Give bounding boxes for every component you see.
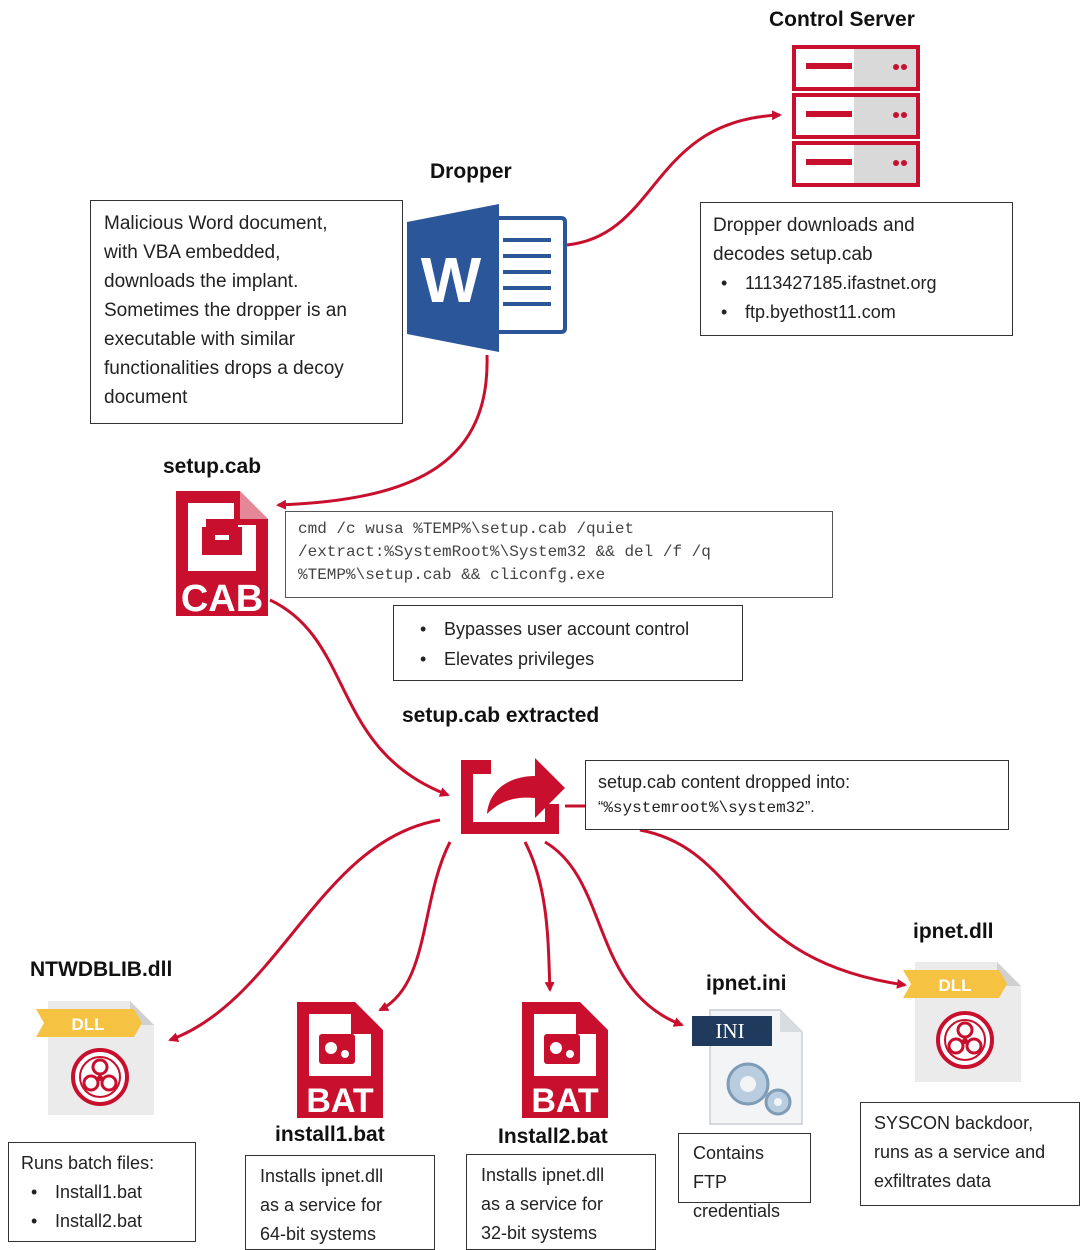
ntwdblib-description: Runs batch files: Install1.bat Install2.… [8,1142,196,1242]
uac-item: Elevates privileges [420,644,732,674]
ini-file-icon: INI [692,1009,803,1125]
control-desc-line-1: Dropper downloads and [713,215,915,236]
quote-open: “ [598,799,604,816]
install1-title: install1.bat [275,1123,385,1146]
ipnet-ini-description: Contains FTP credentials [678,1133,811,1221]
setup-cab-title: setup.cab [163,455,262,478]
arrow-dropper-to-cab [276,354,489,510]
uac-bypass-box: Bypasses user account control Elevates p… [393,605,743,681]
ntwdblib-dll-icon: DLL [36,1001,154,1115]
dropper-desc-line: with VBA embedded, [104,242,281,263]
arrow-extracted-to-ntwdblib [168,818,441,1042]
arrow-extracted-to-install2 [523,841,555,992]
ntwdblib-desc-line: Runs batch files: [21,1153,155,1173]
ini-label: INI [715,1019,744,1043]
ipnet-dll-title: ipnet.dll [913,920,994,943]
ini-desc-line: credentials [693,1201,781,1221]
install1-description: Installs ipnet.dll as a service for 64-b… [245,1155,435,1250]
install1-desc-line: Installs ipnet.dll [260,1166,384,1186]
domain-item: ftp.byethost11.com [721,298,1000,327]
uac-item: Bypasses user account control [420,614,732,644]
ntwdblib-title: NTWDBLIB.dll [30,958,173,981]
cab-file-icon: CAB [176,491,268,620]
cmd-line: /extract:%SystemRoot%\System32 && del /f… [298,543,711,561]
dll-label: DLL [71,1015,104,1034]
control-desc-line-2: decodes setup.cab [713,244,873,265]
dropper-description: Malicious Word document, with VBA embedd… [90,200,403,424]
dropper-desc-line: Sometimes the dropper is an [104,300,347,321]
extracted-description: setup.cab content dropped into: “%system… [585,760,1009,830]
dropper-desc-line: Malicious Word document, [104,213,328,234]
extract-share-icon [461,758,565,834]
bat-label: BAT [306,1082,374,1120]
domain-item: 1113427185.ifastnet.org [721,269,1000,298]
control-domain-list: 1113427185.ifastnet.org ftp.byethost11.c… [713,269,1000,327]
word-document-icon: W [407,204,567,352]
dropper-desc-line: executable with similar [104,329,296,350]
extracted-desc-line: setup.cab content dropped into: [598,772,851,792]
arrow-extracted-to-ipnet-ini [544,840,684,1027]
install1-desc-line: as a service for [260,1195,383,1215]
batch-item: Install2.bat [31,1207,183,1236]
bat-file-icon-install1: BAT [297,1002,383,1120]
arrow-extracted-to-install1 [378,841,452,1012]
quote-close: ”. [804,799,815,816]
ipnet-dll-desc-line: exfiltrates data [874,1171,992,1191]
dropper-desc-line: downloads the implant. [104,271,299,292]
setup-cab-extracted-title: setup.cab extracted [402,704,600,727]
dropper-desc-line: document [104,387,188,408]
cmd-line: cmd /c wusa %TEMP%\setup.cab /quiet [298,520,635,538]
ipnet-dll-description: SYSCON backdoor, runs as a service and e… [860,1102,1080,1206]
cmd-command-box: cmd /c wusa %TEMP%\setup.cab /quiet /ext… [285,511,833,598]
install2-description: Installs ipnet.dll as a service for 32-b… [466,1154,656,1250]
dropper-desc-line: functionalities drops a decoy [104,358,344,379]
ipnet-dll-desc-line: SYSCON backdoor, [874,1113,1034,1133]
server-icon [792,45,920,187]
arrow-dropper-to-server [566,110,782,247]
biohazard-icon [79,1056,121,1098]
install2-desc-line: Installs ipnet.dll [481,1165,605,1185]
install2-desc-line: as a service for [481,1194,604,1214]
dll-label: DLL [938,976,971,995]
cmd-line: %TEMP%\setup.cab && cliconfg.exe [298,566,606,584]
bat-label: BAT [531,1082,599,1120]
control-server-description: Dropper downloads and decodes setup.cab … [700,202,1013,336]
install2-title: Install2.bat [498,1125,608,1148]
dropper-title: Dropper [430,160,512,183]
word-letter: W [421,244,482,316]
bat-file-icon-install2: BAT [522,1002,608,1120]
install2-desc-line: 32-bit systems [481,1223,598,1243]
system32-path: %systemroot%\system32 [603,799,805,817]
cab-label: CAB [181,578,263,620]
ipnet-ini-title: ipnet.ini [706,972,787,995]
ipnet-dll-desc-line: runs as a service and [874,1142,1046,1162]
ini-desc-line: Contains FTP [693,1143,765,1192]
arrow-extracted-to-ipnet-dll [639,828,907,989]
biohazard-icon [944,1019,986,1061]
ipnet-dll-icon: DLL [903,962,1021,1082]
extracted-path-line: “%systemroot%\system32”. [598,795,996,821]
install1-desc-line: 64-bit systems [260,1224,377,1244]
arrow-cab-to-extracted [269,598,450,797]
batch-item: Install1.bat [31,1178,183,1207]
control-server-title: Control Server [769,8,915,31]
